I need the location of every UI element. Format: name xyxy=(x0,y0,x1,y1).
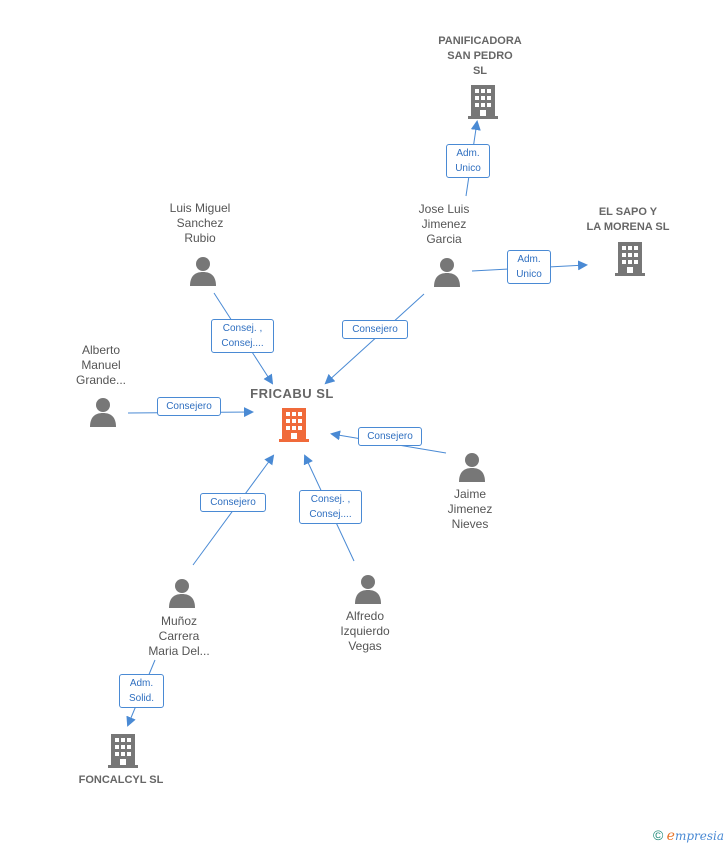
central-company-label[interactable]: FRICABU SL xyxy=(250,386,334,401)
person-icon-alberto[interactable] xyxy=(89,397,117,432)
person-label-jaime[interactable]: Jaime Jimenez Nieves xyxy=(447,487,493,531)
person-icon-alfredo[interactable] xyxy=(354,574,382,609)
edge-label-alberto-central[interactable]: Consejero xyxy=(157,397,221,416)
brand-first-letter: e xyxy=(666,828,675,844)
person-label-alfredo[interactable]: Alfredo Izquierdo Vegas xyxy=(340,609,390,653)
edge-label-munoz-foncalcyl[interactable]: Adm. Solid. xyxy=(119,674,164,708)
edge-label-alfredo-central[interactable]: Consej. , Consej.... xyxy=(299,490,362,524)
person-label-munoz[interactable]: Muñoz Carrera Maria Del... xyxy=(148,614,210,658)
brand-name: mpresia xyxy=(674,829,724,843)
person-label-alberto[interactable]: Alberto Manuel Grande... xyxy=(75,343,127,387)
person-label-jose[interactable]: Jose Luis Jimenez Garcia xyxy=(418,202,470,246)
company-label-elsapo[interactable]: EL SAPO Y LA MORENA SL xyxy=(586,206,670,233)
building-icon-central[interactable] xyxy=(278,408,310,447)
building-icon-elsapo[interactable] xyxy=(615,242,645,281)
company-label-panificadora[interactable]: PANIFICADORA SAN PEDRO SL xyxy=(438,35,522,77)
company-label-foncalcyl[interactable]: FONCALCYL SL xyxy=(78,774,164,786)
building-icon-panificadora[interactable] xyxy=(468,85,498,124)
edge-label-munoz-central[interactable]: Consejero xyxy=(200,493,266,512)
copyright-symbol: © xyxy=(652,827,664,843)
person-icon-jose[interactable] xyxy=(433,257,461,292)
person-icon-luis[interactable] xyxy=(189,256,217,291)
edge-label-jose-central[interactable]: Consejero xyxy=(342,320,408,339)
edge-label-luis-central[interactable]: Consej. , Consej.... xyxy=(211,319,274,353)
edge-label-jose-elsapo[interactable]: Adm. Unico xyxy=(507,250,551,284)
brand-logo: © empresia xyxy=(653,827,724,844)
person-label-luis[interactable]: Luis Miguel Sanchez Rubio xyxy=(169,201,231,245)
edge-label-jaime-central[interactable]: Consejero xyxy=(358,427,422,446)
person-icon-jaime[interactable] xyxy=(458,452,486,487)
edge-label-jose-panificadora[interactable]: Adm. Unico xyxy=(446,144,490,178)
person-icon-munoz[interactable] xyxy=(168,578,196,613)
building-icon-foncalcyl[interactable] xyxy=(108,734,138,773)
